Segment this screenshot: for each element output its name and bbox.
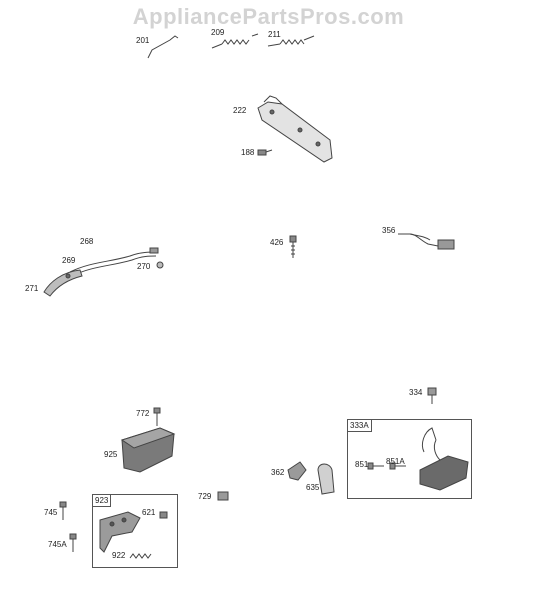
part-745A-screw — [69, 533, 77, 552]
part-271-lever — [43, 269, 83, 297]
label-334: 334 — [409, 388, 423, 397]
part-356-wire — [398, 233, 455, 250]
part-188-screw — [257, 149, 273, 156]
label-635: 635 — [306, 483, 320, 492]
part-333A-module — [419, 427, 469, 491]
part-923-governor — [99, 511, 141, 553]
box-label-923: 923 — [93, 495, 112, 507]
part-772-screw — [153, 407, 161, 426]
label-209: 209 — [211, 28, 225, 37]
watermark-text: AppliancePartsPros.com — [132, 4, 405, 29]
label-271: 271 — [25, 284, 39, 293]
part-729-clip — [217, 491, 229, 501]
part-851-screw — [367, 462, 384, 470]
part-209-spring — [211, 33, 259, 49]
part-211-spring — [267, 35, 315, 47]
label-188: 188 — [241, 148, 255, 157]
part-745-screw — [59, 501, 67, 520]
part-222-bracket — [257, 95, 333, 163]
label-222: 222 — [233, 106, 247, 115]
part-268-cable — [69, 247, 159, 277]
label-729: 729 — [198, 492, 212, 501]
group-box-923 — [92, 494, 178, 568]
label-426: 426 — [270, 238, 284, 247]
label-621: 621 — [142, 508, 156, 517]
part-925-shield — [120, 427, 176, 473]
part-635-boot — [317, 463, 335, 495]
part-426-bolt — [289, 235, 297, 258]
label-851A: 851A — [386, 457, 405, 466]
label-269: 269 — [62, 256, 76, 265]
part-334-plug — [427, 387, 437, 404]
part-621-clip — [159, 511, 168, 519]
label-201: 201 — [136, 36, 150, 45]
label-922: 922 — [112, 551, 126, 560]
box-label-333A: 333A — [348, 420, 372, 432]
label-270: 270 — [137, 262, 151, 271]
part-270-nut — [156, 261, 164, 269]
part-851A-screw — [389, 462, 406, 470]
label-356: 356 — [382, 226, 396, 235]
part-201-rod — [147, 35, 179, 59]
label-925: 925 — [104, 450, 118, 459]
part-922-spring — [129, 553, 152, 559]
label-772: 772 — [136, 409, 150, 418]
label-745A: 745A — [48, 540, 67, 549]
label-851: 851 — [355, 460, 369, 469]
label-211: 211 — [268, 30, 281, 39]
label-362: 362 — [271, 468, 285, 477]
part-362-clip — [287, 461, 307, 481]
label-745: 745 — [44, 508, 58, 517]
label-268: 268 — [80, 237, 94, 246]
group-box-333A — [347, 419, 472, 499]
